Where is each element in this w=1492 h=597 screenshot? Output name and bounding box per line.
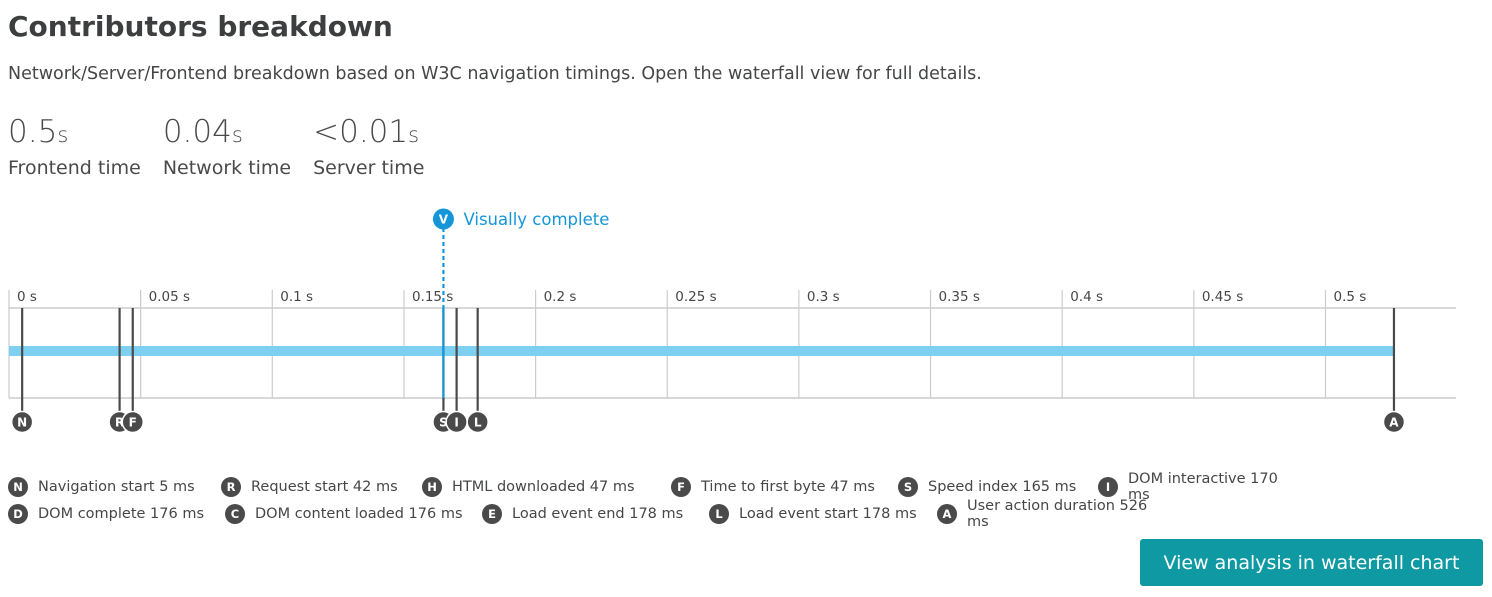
legend-badge: L — [709, 503, 729, 524]
metric-network-number: 0.04 — [162, 114, 232, 150]
legend-item-c: C DOM content loaded 176 ms — [225, 503, 482, 524]
metric-frontend-number: 0.5 — [8, 114, 58, 150]
legend-row: N Navigation start 5 ms R Request start 42 … — [8, 471, 1388, 503]
timeline-tick-label: 0.2 s — [544, 289, 577, 305]
legend-badge: D — [8, 503, 28, 524]
timeline-duration-bar — [9, 346, 1394, 356]
timeline-marker-letter: R — [115, 416, 124, 430]
legend-badge: A — [937, 503, 957, 524]
view-waterfall-button[interactable]: View analysis in waterfall chart — [1140, 539, 1483, 586]
visually-complete-letter: V — [439, 213, 449, 227]
timeline-marker-badge — [466, 410, 489, 434]
timeline-marker-letter: F — [129, 416, 137, 430]
legend-label: DOM interactive 170 ms — [1128, 470, 1278, 503]
metric-server-unit: s — [408, 123, 420, 147]
metric-network-label: Network time — [162, 157, 292, 179]
page-subtitle: Network/Server/Frontend breakdown based … — [8, 64, 982, 84]
timeline-tick-label: 0.25 s — [675, 289, 716, 305]
legend-label: User action duration 526 ms — [967, 497, 1148, 530]
legend-badge: H — [422, 476, 442, 497]
metric-network-value: 0.04s — [163, 112, 291, 155]
legend-item-s: S Speed index 165 ms — [898, 476, 1098, 497]
timeline-chart: 0 s 0.05 s 0.1 s 0.15 s 0.2 s 0.25 s 0.3 s 0.35… — [8, 208, 1456, 434]
legend-item-e: E Load event end 178 ms — [482, 503, 709, 524]
legend-item-i: I DOM interactive 170 ms — [1098, 471, 1298, 503]
legend-label: Time to first byte 47 ms — [701, 478, 875, 495]
timeline-marker-letter: I — [454, 416, 458, 430]
legend-badge: C — [225, 503, 245, 524]
timeline-tick-label: 0.5 s — [1334, 289, 1367, 305]
timeline-tick-label: 0.3 s — [807, 289, 840, 305]
metric-network: 0.04s Network time — [163, 112, 291, 179]
legend-label: DOM content loaded 176 ms — [255, 505, 463, 522]
timing-legend: N Navigation start 5 ms R Request start 42 … — [8, 471, 1388, 530]
metric-server: <0.01s Server time — [313, 112, 424, 179]
legend-badge: E — [482, 503, 502, 524]
legend-item-n: N Navigation start 5 ms — [8, 476, 221, 497]
legend-item-f: F Time to first byte 47 ms — [671, 476, 898, 497]
legend-label: Load event start 178 ms — [739, 505, 917, 522]
metric-server-number: <0.01 — [313, 114, 409, 150]
timeline-tick-label: 0.45 s — [1202, 289, 1243, 305]
timeline-tick-label: 0.05 s — [149, 289, 190, 305]
legend-label: Load event end 178 ms — [512, 505, 684, 522]
metric-frontend: 0.5s Frontend time — [8, 112, 141, 179]
page-title: Contributors breakdown — [8, 10, 393, 43]
legend-item-l: L Load event start 178 ms — [709, 503, 937, 524]
timeline-marker-letter: N — [17, 416, 27, 430]
metric-frontend-unit: s — [57, 123, 69, 147]
timeline-marker-badge — [121, 410, 145, 434]
timeline-marker-letter: A — [1389, 416, 1399, 430]
legend-item-h: H HTML downloaded 47 ms — [422, 476, 671, 497]
legend-item-a: A User action duration 526 ms — [937, 498, 1157, 530]
legend-label: Navigation start 5 ms — [38, 478, 195, 495]
timeline-tick-label: 0.35 s — [939, 289, 980, 305]
legend-badge: I — [1098, 476, 1118, 497]
legend-badge: R — [221, 476, 241, 497]
metric-frontend-value: 0.5s — [8, 112, 141, 155]
timeline-tick-label: 0.1 s — [280, 289, 313, 305]
metric-network-unit: s — [231, 123, 243, 147]
timeline-marker-badge — [1382, 410, 1406, 434]
legend-badge: S — [898, 476, 918, 497]
legend-label: Speed index 165 ms — [928, 478, 1077, 495]
legend-badge: F — [671, 476, 691, 497]
legend-label: DOM complete 176 ms — [38, 505, 204, 522]
visually-complete-label: Visually complete — [463, 210, 609, 229]
timeline-marker-badge — [10, 410, 34, 434]
timeline-marker-letter: L — [474, 416, 482, 430]
metric-frontend-label: Frontend time — [8, 157, 141, 179]
visually-complete-badge — [432, 208, 454, 230]
legend-item-d: D DOM complete 176 ms — [8, 503, 225, 524]
metrics-summary: 0.5s Frontend time 0.04s Network time <0… — [8, 112, 446, 179]
metric-server-value: <0.01s — [313, 112, 424, 155]
timeline-marker-letter: S — [439, 416, 448, 430]
legend-item-r: R Request start 42 ms — [221, 476, 422, 497]
legend-label: HTML downloaded 47 ms — [452, 478, 635, 495]
timeline-tick-label: 0.4 s — [1070, 289, 1103, 305]
legend-row: D DOM complete 176 ms C DOM content loaded … — [8, 498, 1388, 530]
timeline-tick-label: 0.15 s — [412, 289, 453, 305]
legend-badge: N — [8, 476, 28, 497]
legend-label: Request start 42 ms — [251, 478, 398, 495]
timeline-tick-label: 0 s — [17, 289, 37, 305]
metric-server-label: Server time — [313, 157, 425, 179]
